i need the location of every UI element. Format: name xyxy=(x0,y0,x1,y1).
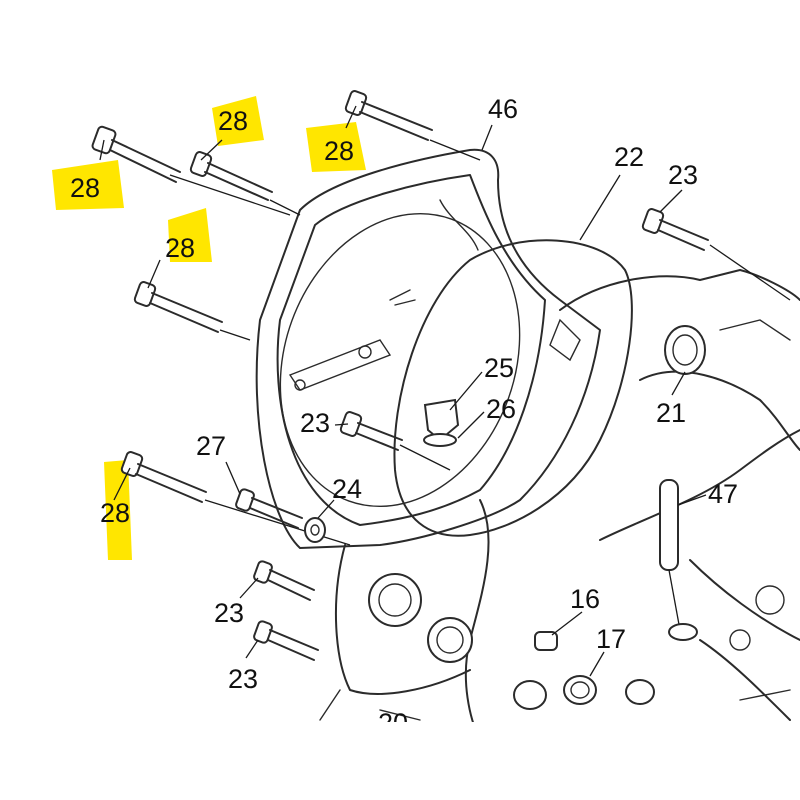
small-parts xyxy=(304,325,706,710)
gasket xyxy=(393,239,633,537)
bolt-28c xyxy=(344,90,481,161)
lower-housing xyxy=(319,544,473,721)
highlight-28d xyxy=(168,208,212,262)
callout-28: 28 xyxy=(218,106,248,136)
oring-17 xyxy=(563,675,597,705)
highlight-28b xyxy=(212,96,264,146)
callout-17: 17 xyxy=(596,624,626,654)
highlight-marks xyxy=(52,96,366,560)
callout-leaders xyxy=(99,105,707,677)
callout-28: 28 xyxy=(324,136,354,166)
callout-47: 47 xyxy=(708,479,738,509)
callout-23: 23 xyxy=(300,408,330,438)
callout-46: 46 xyxy=(488,94,518,124)
bolt-23d xyxy=(253,620,319,661)
callout-26: 26 xyxy=(486,394,516,424)
bolt-23a xyxy=(641,208,791,301)
callout-23: 23 xyxy=(668,160,698,190)
plug-bottom xyxy=(513,679,655,710)
bolt-27 xyxy=(235,488,303,529)
seal-21 xyxy=(664,325,706,375)
clutch-cover xyxy=(255,148,601,549)
callout-28: 28 xyxy=(165,233,195,263)
bolt-28e xyxy=(120,451,351,546)
callout-28: 28 xyxy=(70,173,100,203)
bolts xyxy=(91,90,791,661)
bottom-crop xyxy=(0,722,800,800)
highlight-28a xyxy=(52,160,124,210)
callout-16: 16 xyxy=(570,584,600,614)
highlight-28e xyxy=(104,460,132,560)
bolt-28b xyxy=(189,151,301,216)
callout-21: 21 xyxy=(656,398,686,428)
callout-22: 22 xyxy=(614,142,644,172)
callout-23: 23 xyxy=(214,598,244,628)
bolt-23c xyxy=(253,560,315,601)
crankcase xyxy=(464,269,800,741)
callout-28: 28 xyxy=(100,498,130,528)
callout-27: 27 xyxy=(196,431,226,461)
pin-47 xyxy=(659,479,698,641)
plug-25 xyxy=(423,398,460,447)
washer-24 xyxy=(304,517,326,543)
callout-23: 23 xyxy=(228,664,258,694)
bolt-28d xyxy=(133,281,251,341)
callout-24: 24 xyxy=(332,474,362,504)
dowel-16 xyxy=(534,631,558,651)
callout-labels: 28 28 28 28 28 46 22 23 23 25 26 21 27 2… xyxy=(70,94,738,738)
bolt-23b xyxy=(339,411,451,471)
callout-25: 25 xyxy=(484,353,514,383)
highlight-28c xyxy=(306,122,366,172)
